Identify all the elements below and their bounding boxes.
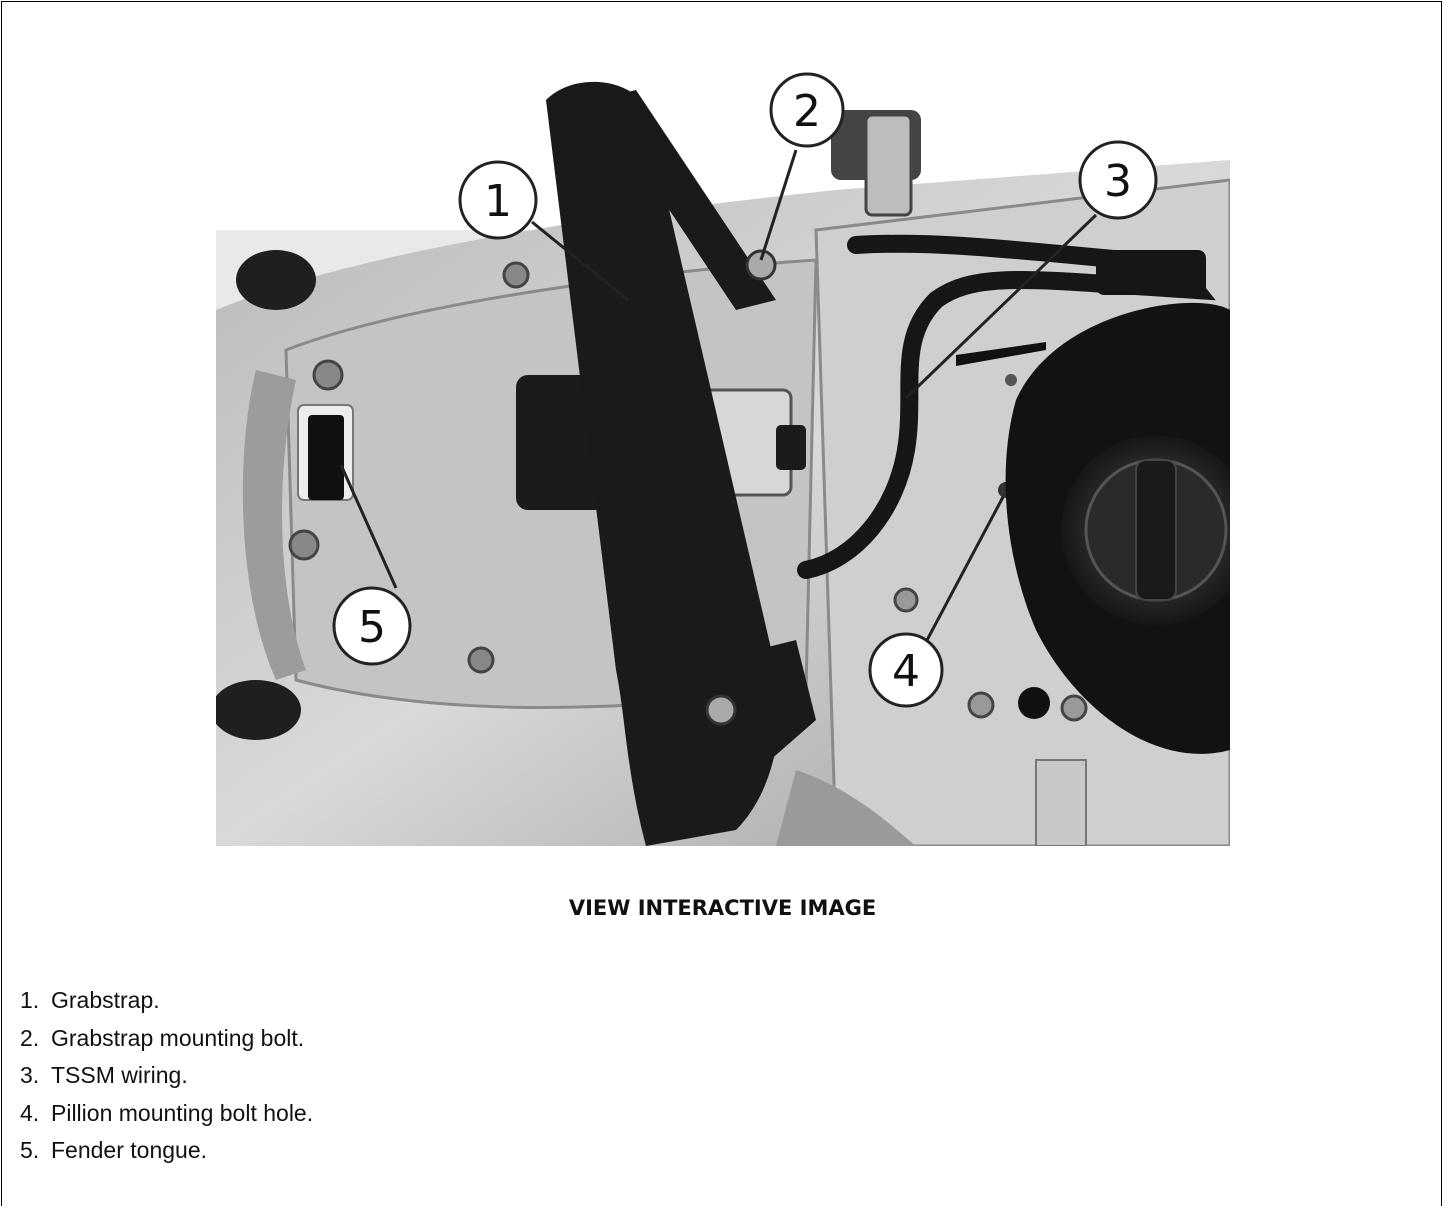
motorcycle-rear-fender-photo: 1 2 3 4 5 (216, 70, 1230, 846)
callout-3: 3 (1078, 140, 1158, 220)
photo-illustration: 1 2 3 4 5 (216, 70, 1230, 846)
svg-text:1: 1 (484, 176, 512, 227)
svg-text:3: 3 (1104, 156, 1132, 207)
legend-item: 5.Fender tongue. (20, 1137, 208, 1163)
callout-4: 4 (868, 632, 944, 708)
callout-2: 2 (769, 72, 845, 148)
view-interactive-image-link[interactable]: VIEW INTERACTIVE IMAGE (568, 896, 877, 920)
callout-1: 1 (458, 160, 538, 240)
svg-text:5: 5 (358, 602, 386, 653)
legend-item: 1.Grabstrap. (20, 987, 160, 1013)
legend-item: 4.Pillion mounting bolt hole. (20, 1099, 314, 1126)
legend-item: 2.Grabstrap mounting bolt. (20, 1024, 305, 1051)
svg-text:4: 4 (892, 646, 920, 697)
callout-5: 5 (332, 586, 412, 666)
callout-legend: 1.Grabstrap. 2.Grabstrap mounting bolt. … (20, 982, 313, 1170)
legend-item: 3.TSSM wiring. (20, 1062, 188, 1088)
svg-text:2: 2 (793, 86, 821, 137)
